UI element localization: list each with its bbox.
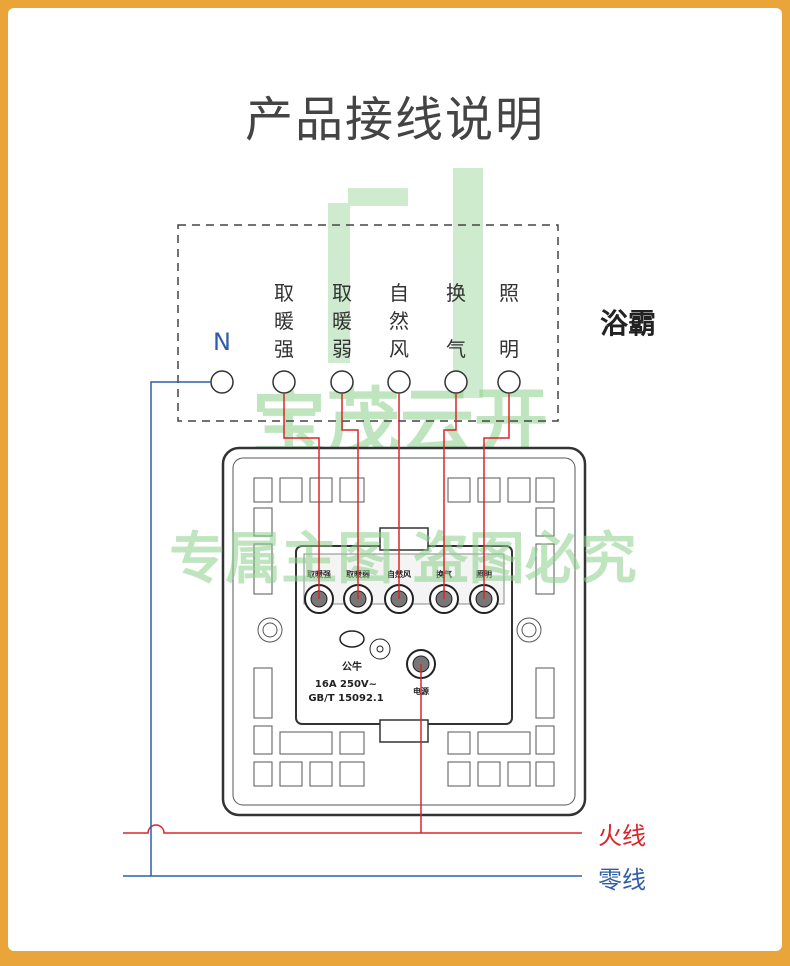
neutral-drop-wire	[150, 381, 211, 876]
terminal-char: 照	[499, 281, 519, 305]
neutral-wire-label: 零线	[598, 866, 646, 894]
wire-ventilation	[443, 393, 457, 599]
brand-text: 公牛	[342, 660, 362, 673]
terminal-char: 气	[446, 337, 466, 361]
live-wire-label: 火线	[598, 822, 646, 850]
terminal-char: 自	[389, 281, 409, 305]
terminal-char: 换	[446, 281, 466, 305]
terminal-char: 弱	[332, 337, 352, 361]
terminal-char: 暖	[274, 309, 294, 333]
terminal-char: 明	[499, 337, 519, 361]
load-wires	[283, 393, 510, 599]
terminal-circle	[497, 370, 521, 394]
standard-text: GB/T 15092.1	[308, 693, 383, 704]
diagram-card: 产品接线说明 宝茂云开 浴霸 N 取 暖 强 取 暖 弱 自 然 风 换 气	[8, 8, 782, 951]
neutral-terminal	[210, 370, 234, 394]
device-label: 浴霸	[600, 307, 656, 340]
terminal-char: 强	[274, 337, 294, 361]
wire-heat-strong	[283, 393, 320, 599]
terminal-circle	[387, 370, 411, 394]
page-title: 产品接线说明	[244, 92, 545, 148]
terminal-char: 风	[389, 337, 409, 361]
terminal-char: 暖	[332, 309, 352, 333]
indicator-ring-icon	[369, 638, 391, 660]
terminal-circle	[330, 370, 354, 394]
wire-lighting	[483, 393, 510, 599]
wiring-diagram: 宝茂云开 浴霸 N 取 暖 强 取 暖 弱 自 然 风 换 气 照 明	[123, 168, 656, 894]
ccc-mark-icon	[339, 630, 365, 648]
terminal-circle	[444, 370, 468, 394]
wire-heat-weak	[341, 393, 359, 599]
watermark-logo	[328, 168, 483, 398]
live-wire	[123, 824, 582, 834]
neutral-terminal-label: N	[213, 328, 231, 356]
terminal-labels: 取 暖 强 取 暖 弱 自 然 风 换 气 照 明	[274, 281, 519, 361]
watermark-bottom: 专属主图 盗图必究	[169, 527, 637, 592]
switch-body	[221, 446, 587, 817]
terminal-char: 取	[332, 281, 352, 305]
device-box	[177, 224, 559, 422]
terminal-char: 取	[274, 281, 294, 305]
terminal-char: 然	[389, 309, 409, 333]
rating-text: 16A 250V~	[315, 679, 377, 690]
terminal-circle	[272, 370, 296, 394]
